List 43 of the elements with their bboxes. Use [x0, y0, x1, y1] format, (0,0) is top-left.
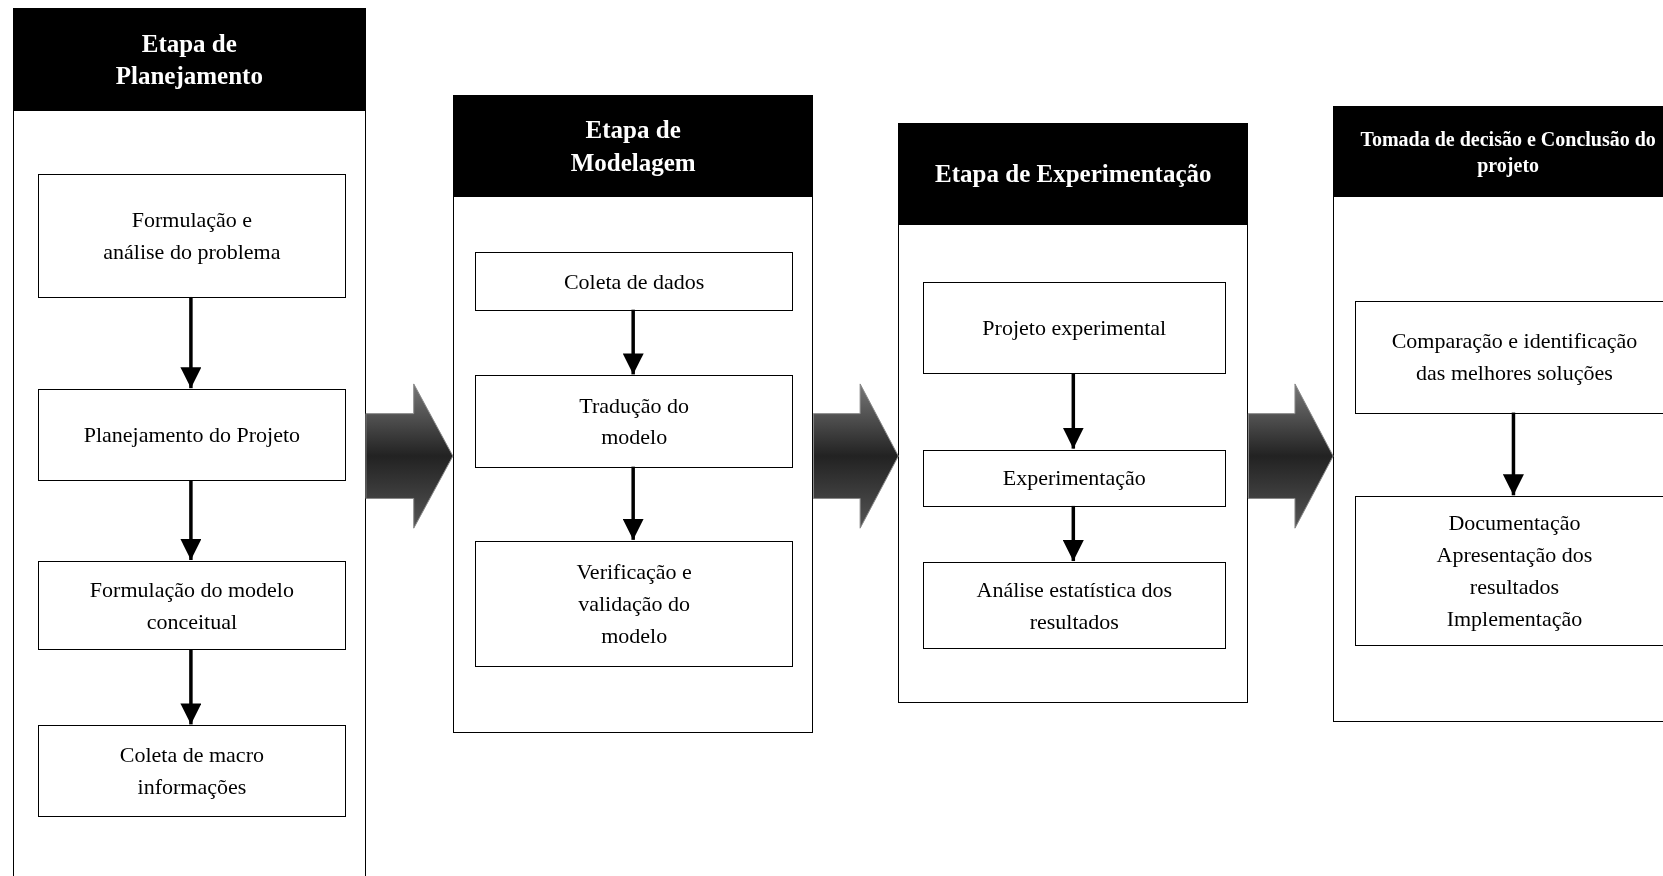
step-text: Planejamento do Projeto — [83, 421, 301, 450]
arrow — [1062, 373, 1084, 449]
block-arrow — [812, 383, 899, 529]
step-text: Formulação do modelo conceitual — [88, 575, 295, 636]
process-box — [38, 561, 346, 651]
stage-panel — [898, 123, 1249, 704]
step-text: Projeto experimental — [982, 314, 1167, 343]
process-box — [475, 375, 794, 468]
process-box — [38, 389, 346, 482]
arrow — [622, 466, 644, 540]
process-box — [475, 540, 794, 667]
arrow — [180, 649, 202, 725]
step-text: Experimentação — [1002, 464, 1146, 493]
stage-panel — [452, 95, 814, 733]
step-text: Comparação e identificação das melhores soluções — [1390, 327, 1639, 388]
arrow — [622, 309, 644, 375]
stage-heading: Etapa de Planejamento — [13, 9, 365, 112]
process-box — [922, 282, 1226, 375]
stage-heading: Tomada de decisão e Conclusão do projeto — [1334, 107, 1663, 198]
process-box — [1355, 301, 1663, 414]
stage-heading: Etapa de Modelagem — [453, 96, 813, 198]
step-text: Verificação e validação do modelo — [575, 558, 693, 650]
step-text: Formulação e análise do problema — [102, 206, 282, 266]
step-text: Documentação Apresentação dos resultados Implementação — [1435, 509, 1594, 633]
stage-panel — [12, 8, 366, 876]
process-box — [1355, 496, 1663, 646]
block-arrow — [365, 383, 454, 529]
step-text: Análise estatística dos resultados — [975, 575, 1174, 636]
stage-panel — [1333, 106, 1663, 723]
process-box — [38, 725, 346, 817]
process-box — [922, 449, 1226, 507]
arrow — [1502, 412, 1524, 496]
process-box — [922, 562, 1226, 649]
step-text: Coleta de macro informações — [118, 741, 265, 801]
process-box — [38, 173, 346, 298]
arrow — [180, 480, 202, 560]
stage-heading: Etapa de Experimentação — [899, 124, 1248, 225]
process-box — [475, 252, 794, 311]
arrow — [1062, 505, 1084, 562]
arrow — [180, 296, 202, 389]
block-arrow — [1247, 383, 1334, 529]
step-text: Tradução do modelo — [578, 391, 691, 452]
step-text: Coleta de dados — [563, 267, 705, 296]
